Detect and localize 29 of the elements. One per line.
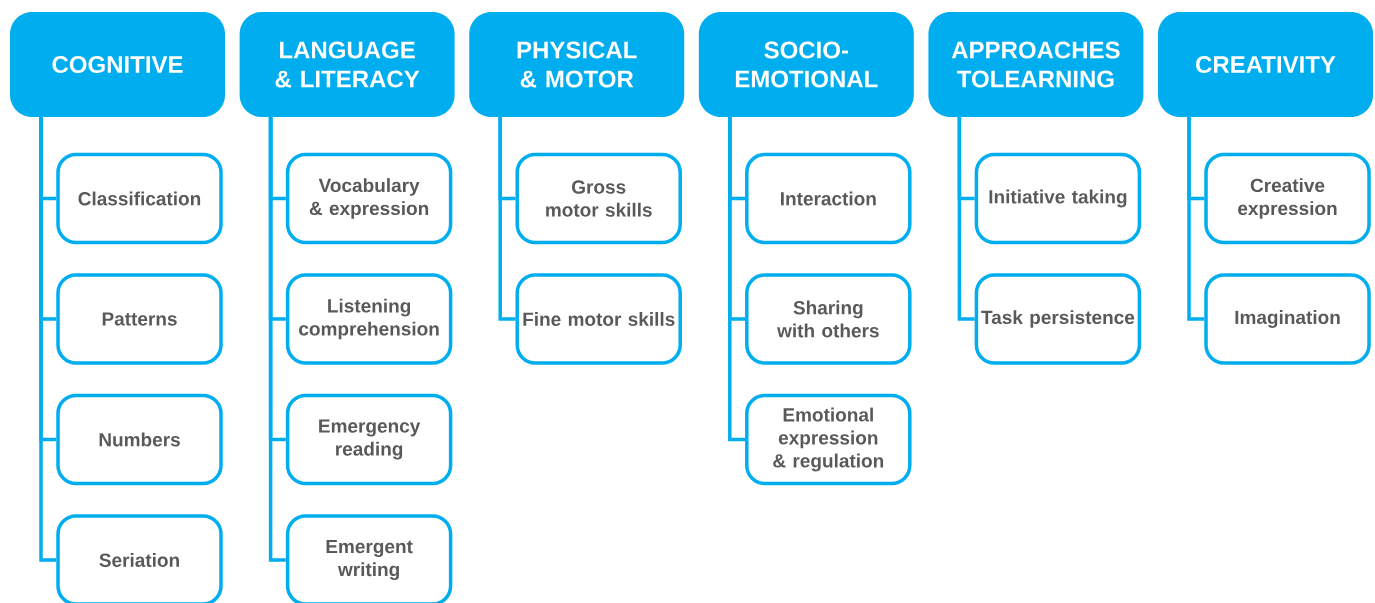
skill-box: Imagination: [1204, 273, 1371, 365]
skill-box: Interaction: [745, 152, 912, 245]
connector-line: [268, 117, 286, 562]
skill-box: Emotional expression & regulation: [745, 393, 912, 486]
category-box: CREATIVITY: [1158, 12, 1373, 117]
category-box: SOCIO-EMOTIONAL: [698, 12, 914, 117]
category-box: PHYSICAL & MOTOR: [469, 12, 685, 117]
category-box: LANGUAGE & LITERACY: [239, 12, 455, 117]
skill-box: Listening comprehension: [285, 273, 453, 365]
connector-line: [39, 117, 57, 562]
connector-line: [728, 117, 746, 442]
skill-box: Patterns: [56, 273, 223, 365]
connector-line: [957, 117, 975, 321]
skill-box: Sharing with others: [745, 273, 912, 365]
connector-line: [1187, 117, 1205, 321]
category-box: APPROACHES TOLEARNING: [928, 12, 1144, 117]
category-box: COGNITIVE: [10, 12, 225, 117]
skill-box: Gross motor skills: [515, 152, 682, 245]
skill-box: Seriation: [56, 514, 223, 603]
skill-box: Emergent writing: [285, 514, 453, 603]
skill-box: Fine motor skills: [515, 273, 682, 365]
skill-box: Numbers: [56, 393, 223, 486]
skill-box: Creative expression: [1204, 152, 1371, 245]
skill-box: Vocabulary & expression: [285, 152, 453, 245]
skill-box: Initiative taking: [974, 152, 1142, 245]
skill-box: Classification: [56, 152, 223, 245]
skill-box: Task persistence: [974, 273, 1142, 365]
connector-line: [498, 117, 516, 321]
skill-box: Emergency reading: [285, 393, 453, 486]
